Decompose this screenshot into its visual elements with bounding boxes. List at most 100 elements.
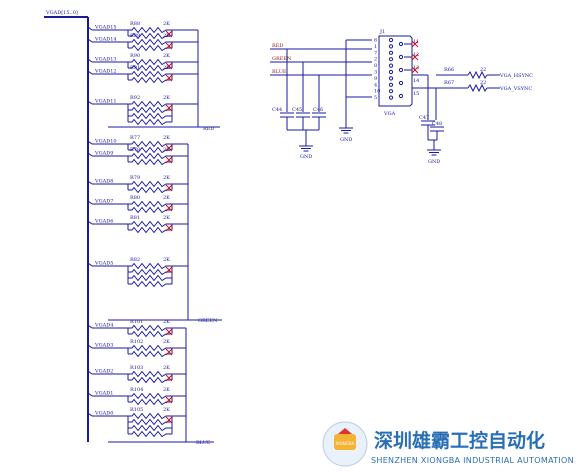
vga-connector-section: RED GREEN BLUE C44 C45 C46	[270, 29, 533, 165]
resistor-value: 2K	[163, 33, 170, 39]
connector-ref: J1	[379, 29, 385, 35]
net-label: VGAD11	[94, 99, 117, 105]
input-red-label: RED	[272, 43, 283, 49]
resistor-zigzag	[128, 146, 172, 154]
resistor-zigzag	[128, 398, 172, 406]
resistor-zigzag	[128, 376, 172, 384]
capacitor-c48	[430, 126, 444, 132]
resistor-zigzag	[128, 140, 172, 148]
connector-pin	[388, 76, 394, 81]
connector-pin	[388, 95, 394, 100]
resistor-zigzag	[128, 262, 172, 270]
resistor-zigzag	[128, 44, 172, 52]
net-label: VGAD8	[94, 179, 113, 185]
company-name-cn: 深圳雄霸工控自动化	[374, 429, 545, 452]
resistor-zigzag	[128, 118, 172, 126]
net-label: VGAD12	[94, 69, 117, 75]
net-label: VGAD5	[94, 261, 113, 267]
gnd-symbol-caps	[299, 145, 313, 152]
cap-label-c47: C47	[419, 115, 429, 121]
connector-pin	[398, 41, 404, 47]
connector-pin-label: 8	[374, 63, 377, 69]
resistor-ref: R77	[130, 135, 140, 141]
resistor-value: 2K	[163, 21, 170, 27]
resistor-zigzag	[128, 186, 172, 194]
resistor-ref: R78	[130, 147, 140, 153]
connector-pin-label: 11	[413, 39, 419, 45]
net-label: VGAD13	[94, 57, 117, 63]
resistor-zigzag	[128, 32, 172, 40]
connector-pin	[388, 37, 394, 43]
resistor-ref: R105	[130, 407, 143, 413]
resistor-ref: R79	[130, 175, 140, 181]
resistor-value: 2K	[163, 147, 170, 153]
resistor-zigzag	[128, 58, 172, 66]
resistor-ref: R89	[130, 33, 140, 39]
capacitor-c44	[280, 112, 294, 118]
company-logo: XIONGBA	[322, 421, 368, 467]
net-label: VGAD1	[94, 391, 113, 397]
vga-connector-body	[378, 35, 413, 107]
input-green-label: GREEN	[272, 56, 292, 62]
resistor-zigzag	[128, 26, 172, 34]
resistor-zigzag	[128, 370, 172, 378]
net-label: VGAD7	[94, 199, 113, 205]
net-label: VGAD0	[94, 411, 113, 417]
connector-pin	[398, 67, 404, 73]
resistor-value: 2K	[163, 135, 170, 141]
resistor-value: 2K	[163, 95, 170, 101]
resistor-zigzag	[128, 330, 172, 338]
resistor-zigzag	[128, 350, 172, 358]
cap-label-c46: C46	[313, 107, 323, 113]
resistor-ref: R102	[130, 339, 143, 345]
connector-pin	[398, 54, 404, 60]
resistor-value: 2K	[163, 65, 170, 71]
cap-label-c48: C48	[432, 121, 442, 127]
net-label: VGAD2	[94, 369, 113, 375]
resistor-value: 2K	[163, 257, 170, 263]
logo-text: XIONGBA	[336, 441, 355, 446]
connector-pin-label: 9	[374, 76, 377, 82]
net-label: VGAD15	[94, 25, 117, 31]
resistor-value: 2K	[163, 53, 170, 59]
company-name-en: SHENZHEN XIONGBA INDUSTRIAL AUTOMATION	[371, 456, 574, 465]
cap-label-c44: C44	[272, 107, 282, 113]
connector-pin	[388, 57, 394, 62]
resistor-ref: R82	[130, 257, 140, 263]
connector-pin	[388, 69, 394, 75]
net-red-label: RED	[203, 126, 214, 132]
connector-pin	[388, 63, 394, 68]
resistor-ref: R80	[130, 195, 140, 201]
resistor-ref: R90	[130, 53, 140, 59]
resistor-value: 2K	[163, 387, 170, 393]
connector-pin-label: 13	[413, 65, 419, 71]
resistor-zigzag	[128, 180, 172, 188]
resistor-zigzag	[128, 70, 172, 78]
resistor-zigzag	[128, 412, 172, 420]
connector-pin-label: 6	[374, 38, 377, 44]
resistor-zigzag	[128, 64, 172, 72]
watermark: XIONGBA 深圳雄霸工控自动化 SHENZHEN XIONGBA INDUS…	[322, 421, 574, 467]
resistor-zigzag	[128, 38, 172, 46]
resistor-zigzag	[128, 268, 172, 276]
connector-pin	[398, 93, 404, 99]
connector-pin	[388, 44, 394, 49]
connector-pin-label: 3	[374, 70, 377, 76]
net-label: VGAD10	[94, 139, 117, 145]
sync-ref-r66: R66	[444, 67, 454, 73]
connector-pin-label: 4	[374, 82, 377, 88]
connector-pin-label: 10	[374, 89, 380, 95]
resistor-value: 2K	[163, 195, 170, 201]
resistor-value: 2K	[163, 407, 170, 413]
sync-ref-r67: R67	[444, 80, 454, 86]
resistor-ref: R103	[130, 365, 143, 371]
resistor-zigzag	[128, 100, 172, 108]
net-label: VGAD14	[94, 37, 117, 43]
net-vsync-label: VGA_VSYNC	[499, 86, 532, 92]
net-label: VGAD6	[94, 219, 113, 225]
resistor-value: 2K	[163, 339, 170, 345]
connector-pin-label: 5	[374, 95, 377, 101]
